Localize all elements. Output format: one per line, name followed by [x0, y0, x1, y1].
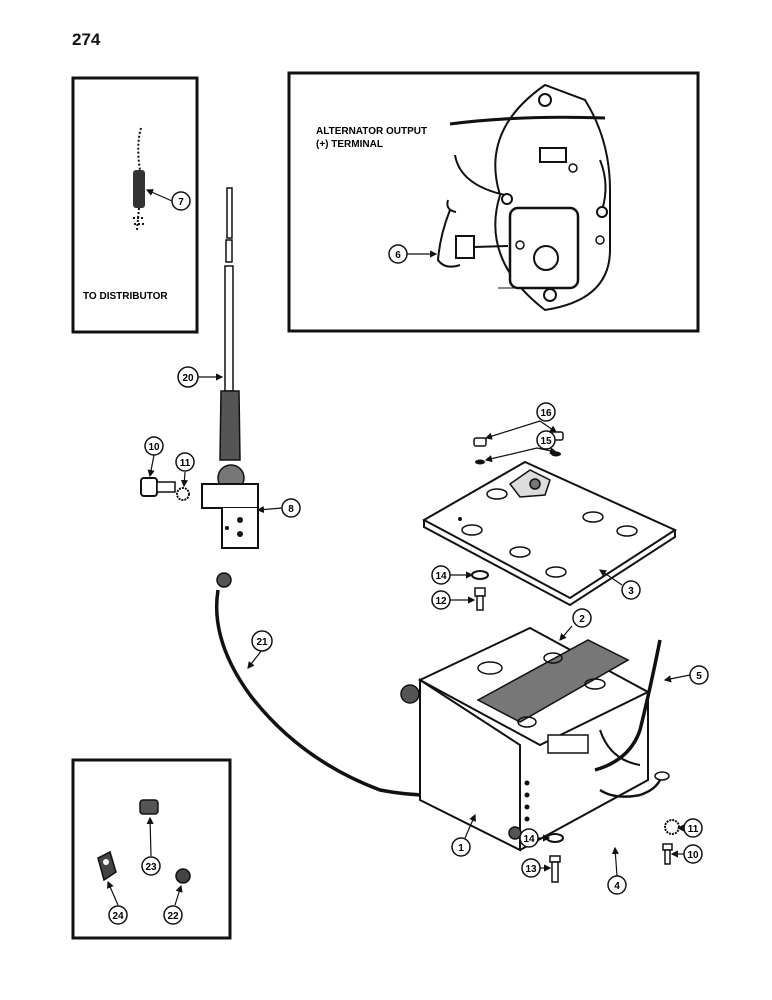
callout-4: 4 [607, 875, 627, 895]
svg-text:7: 7 [178, 197, 184, 208]
antenna-spring [219, 390, 241, 461]
grommet-part-22 [175, 868, 191, 884]
svg-text:10: 10 [148, 442, 160, 453]
bolt-part-12 [476, 595, 484, 611]
antenna-assembly [140, 187, 259, 549]
svg-text:16: 16 [540, 408, 552, 419]
lockwasher-part-11 [176, 487, 190, 501]
washer-part-15 [475, 459, 485, 465]
svg-text:11: 11 [180, 458, 191, 469]
mounting-plate [421, 460, 678, 607]
ground-strap-part-4 [599, 779, 662, 798]
callout-14b: 14 [519, 828, 539, 848]
callout-22: 22 [163, 905, 183, 925]
alternator-regulator [508, 206, 580, 290]
radio-housing [400, 626, 670, 852]
callout-13: 13 [521, 858, 541, 878]
svg-text:23: 23 [145, 862, 157, 873]
svg-text:1: 1 [458, 843, 464, 854]
svg-text:13: 13 [525, 864, 537, 875]
alternator-output-label: ALTERNATOR OUTPUT [316, 126, 427, 137]
svg-text:22: 22 [167, 911, 179, 922]
svg-text:3: 3 [628, 586, 634, 597]
svg-text:10: 10 [687, 850, 699, 861]
svg-text:12: 12 [435, 596, 447, 607]
lockwasher-part-11b [664, 819, 680, 835]
callout-15: 15 [536, 430, 556, 450]
bolt-part-10b [664, 849, 671, 865]
connector-part-6 [455, 235, 475, 259]
inset-alternator: ALTERNATOR OUTPUT (+) TERMINAL [287, 71, 700, 333]
to-distributor-label: TO DISTRIBUTOR [83, 291, 168, 302]
callout-21: 21 [251, 630, 273, 652]
svg-text:24: 24 [112, 911, 124, 922]
svg-text:14: 14 [523, 834, 535, 845]
bolt-part-13 [551, 861, 559, 883]
inset-distributor: TO DISTRIBUTOR [71, 76, 199, 334]
bolt-part-10 [140, 477, 158, 497]
callout-24: 24 [108, 905, 128, 925]
svg-text:11: 11 [688, 824, 699, 835]
nut-part-16 [473, 437, 487, 447]
callout-10a: 10 [144, 436, 164, 456]
callout-11a: 11 [175, 452, 195, 472]
washer-part-14b [546, 833, 564, 843]
callout-5: 5 [689, 665, 709, 685]
callouts: 7 6 20 8 10 11 16 15 3 14 12 2 5 21 1 4 … [108, 191, 709, 925]
inset-clips [71, 758, 232, 940]
svg-text:14: 14 [435, 571, 447, 582]
callout-12: 12 [431, 590, 451, 610]
callout-16: 16 [536, 402, 556, 422]
callout-23: 23 [141, 856, 161, 876]
plate-hardware [471, 431, 564, 611]
callout-11b: 11 [683, 818, 703, 838]
callout-14a: 14 [431, 565, 451, 585]
svg-text:21: 21 [256, 637, 268, 648]
callout-20: 20 [177, 366, 199, 388]
svg-text:2: 2 [579, 614, 585, 625]
callout-6: 6 [388, 244, 408, 264]
clamp-part-24 [97, 850, 117, 882]
svg-text:5: 5 [696, 671, 702, 682]
svg-text:15: 15 [540, 436, 552, 447]
antenna-bracket-part-8 [201, 483, 259, 509]
lower-hardware [546, 819, 680, 883]
callout-3: 3 [621, 580, 641, 600]
svg-text:8: 8 [288, 504, 294, 515]
callout-2: 2 [572, 608, 592, 628]
svg-text:6: 6 [395, 250, 401, 261]
suppressor-part-7 [133, 170, 145, 208]
terminal-label: (+) TERMINAL [316, 139, 383, 150]
page-number: 274 [72, 30, 101, 49]
power-lead-part-5 [594, 639, 662, 772]
clip-part-23 [139, 799, 159, 815]
callout-7: 7 [171, 191, 191, 211]
callout-8: 8 [281, 498, 301, 518]
callout-1: 1 [451, 837, 471, 857]
svg-text:4: 4 [614, 881, 620, 892]
leader-lines [107, 189, 691, 906]
callout-10b: 10 [683, 844, 703, 864]
svg-text:20: 20 [182, 373, 194, 384]
antenna-cable [214, 572, 441, 797]
washer-part-14 [471, 570, 489, 580]
